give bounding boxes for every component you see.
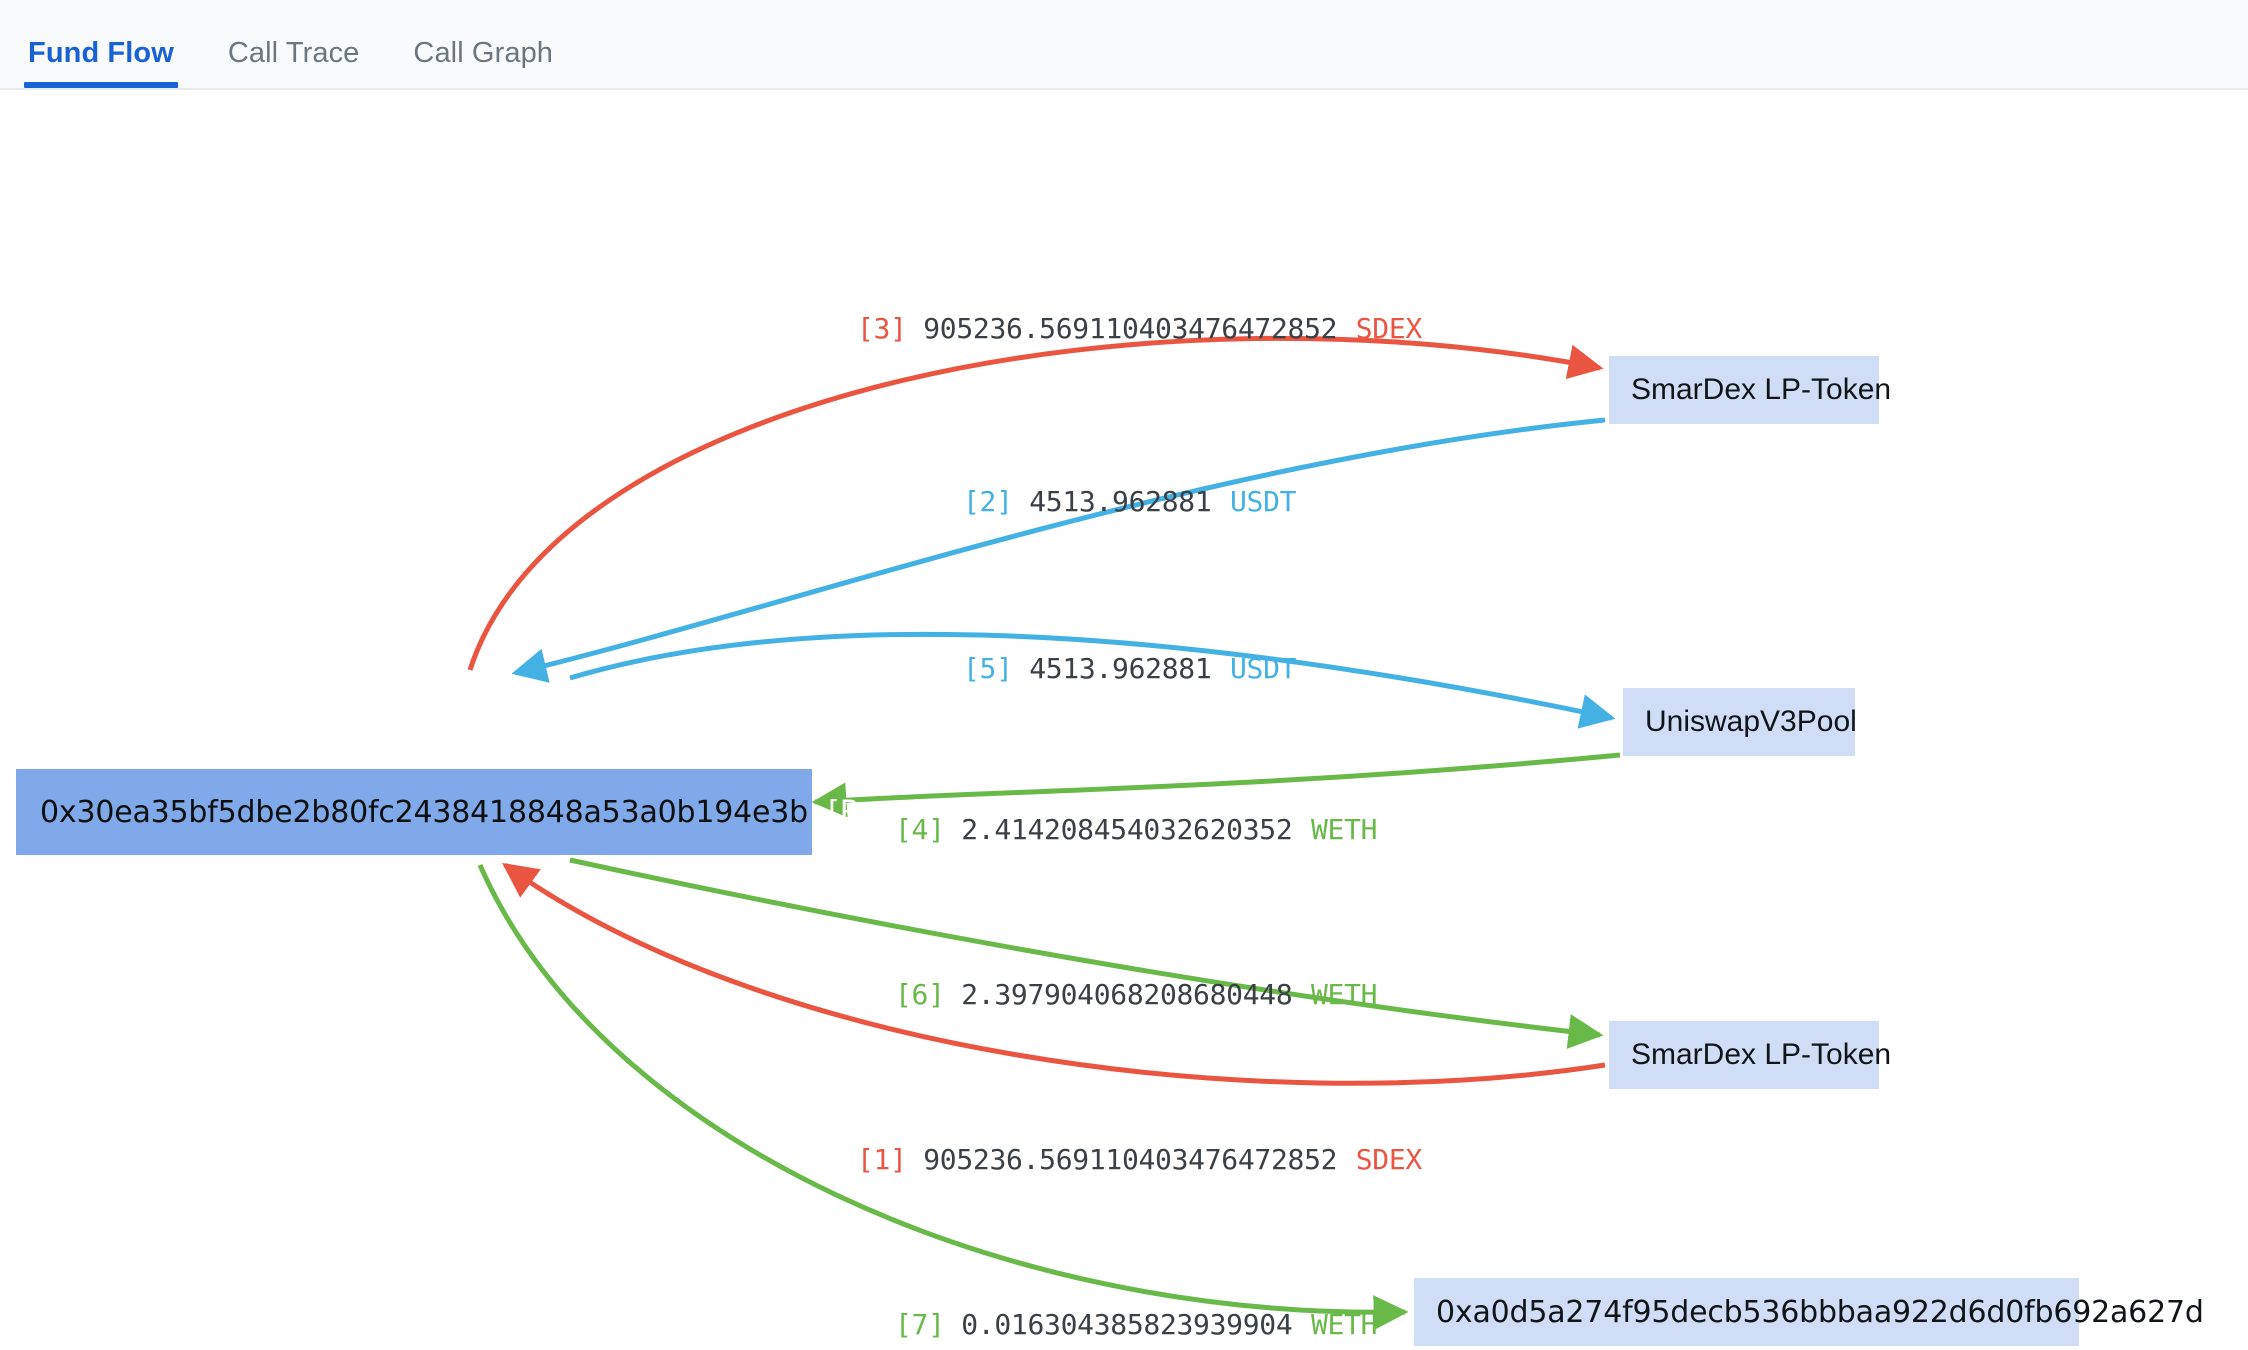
edge-index: [2] — [963, 485, 1013, 518]
edge-amount: 4513.962881 — [1029, 652, 1212, 685]
edge-6-weth[interactable] — [569, 857, 1604, 1049]
edge-index: [4] — [895, 813, 945, 846]
node-receiver-address: 0x30ea35bf5dbe2b80fc2438418848a53a0b194e… — [40, 794, 809, 830]
node-label: SmarDex LP-Token — [1631, 373, 1892, 406]
edge-label-1: [1] 905236.569110403476472852 SDEX — [857, 1143, 1422, 1176]
node-label: 0xa0d5a274f95decb536bbbaa922d6d0fb692a62… — [1436, 1294, 2204, 1330]
node-receiver-role: [Receiver] — [828, 794, 982, 830]
edge-7-weth[interactable] — [477, 863, 1409, 1331]
edge-index: [1] — [857, 1143, 907, 1176]
edge-2-usdt[interactable] — [511, 417, 1606, 683]
edge-index: [5] — [963, 652, 1013, 685]
edge-token: SDEX — [1355, 1143, 1423, 1176]
edge-index: [3] — [857, 312, 907, 345]
fund-flow-graph: 0x30ea35bf5dbe2b80fc2438418848a53a0b194e… — [0, 90, 2248, 1350]
node-label: SmarDex LP-Token — [1631, 1038, 1892, 1071]
edge-token: WETH — [1310, 1308, 1378, 1341]
edge-3-sdex[interactable] — [467, 335, 1604, 671]
edge-label-5: [5] 4513.962881 USDT — [963, 652, 1296, 685]
tab-fund-flow[interactable]: Fund Flow — [24, 39, 178, 88]
edge-label-7: [7] 0.016304385823939904 WETH — [895, 1308, 1378, 1341]
edge-4-weth[interactable] — [811, 752, 1621, 818]
node-label: UniswapV3Pool — [1645, 705, 1857, 738]
edge-token: USDT — [1229, 652, 1297, 685]
edge-token: SDEX — [1355, 312, 1423, 345]
edge-5-usdt[interactable] — [569, 631, 1616, 729]
edge-token: WETH — [1310, 813, 1378, 846]
node-smardex-lp-token-top[interactable]: SmarDex LP-Token — [1609, 356, 1891, 424]
tab-call-graph[interactable]: Call Graph — [413, 37, 554, 69]
edge-layer — [467, 335, 1621, 1331]
node-smardex-lp-token-bottom[interactable]: SmarDex LP-Token — [1609, 1021, 1891, 1089]
edge-token: WETH — [1310, 978, 1378, 1011]
node-receiver[interactable]: 0x30ea35bf5dbe2b80fc2438418848a53a0b194e… — [16, 769, 981, 855]
node-uniswapv3pool[interactable]: UniswapV3Pool — [1623, 688, 1857, 756]
edge-1-sdex[interactable] — [502, 862, 1606, 1086]
edge-amount: 2.397904068208680448 — [961, 978, 1293, 1011]
edge-amount: 2.414208454032620352 — [961, 813, 1293, 846]
edge-amount: 905236.569110403476472852 — [923, 312, 1338, 345]
edge-amount: 4513.962881 — [1029, 485, 1212, 518]
edge-label-2: [2] 4513.962881 USDT — [963, 485, 1296, 518]
edge-amount: 0.016304385823939904 — [961, 1308, 1293, 1341]
edge-label-4: [4] 2.414208454032620352 WETH — [895, 813, 1378, 846]
edge-token: USDT — [1229, 485, 1297, 518]
edge-index: [7] — [895, 1308, 945, 1341]
tab-call-trace[interactable]: Call Trace — [227, 37, 360, 69]
node-address-a0d5a274[interactable]: 0xa0d5a274f95decb536bbbaa922d6d0fb692a62… — [1414, 1278, 2204, 1346]
edge-index: [6] — [895, 978, 945, 1011]
edge-label-6: [6] 2.397904068208680448 WETH — [895, 978, 1378, 1011]
tab-bar: Fund Flow Call Trace Call Graph — [0, 0, 2248, 90]
edge-amount: 905236.569110403476472852 — [923, 1143, 1338, 1176]
edge-label-3: [3] 905236.569110403476472852 SDEX — [857, 312, 1422, 345]
